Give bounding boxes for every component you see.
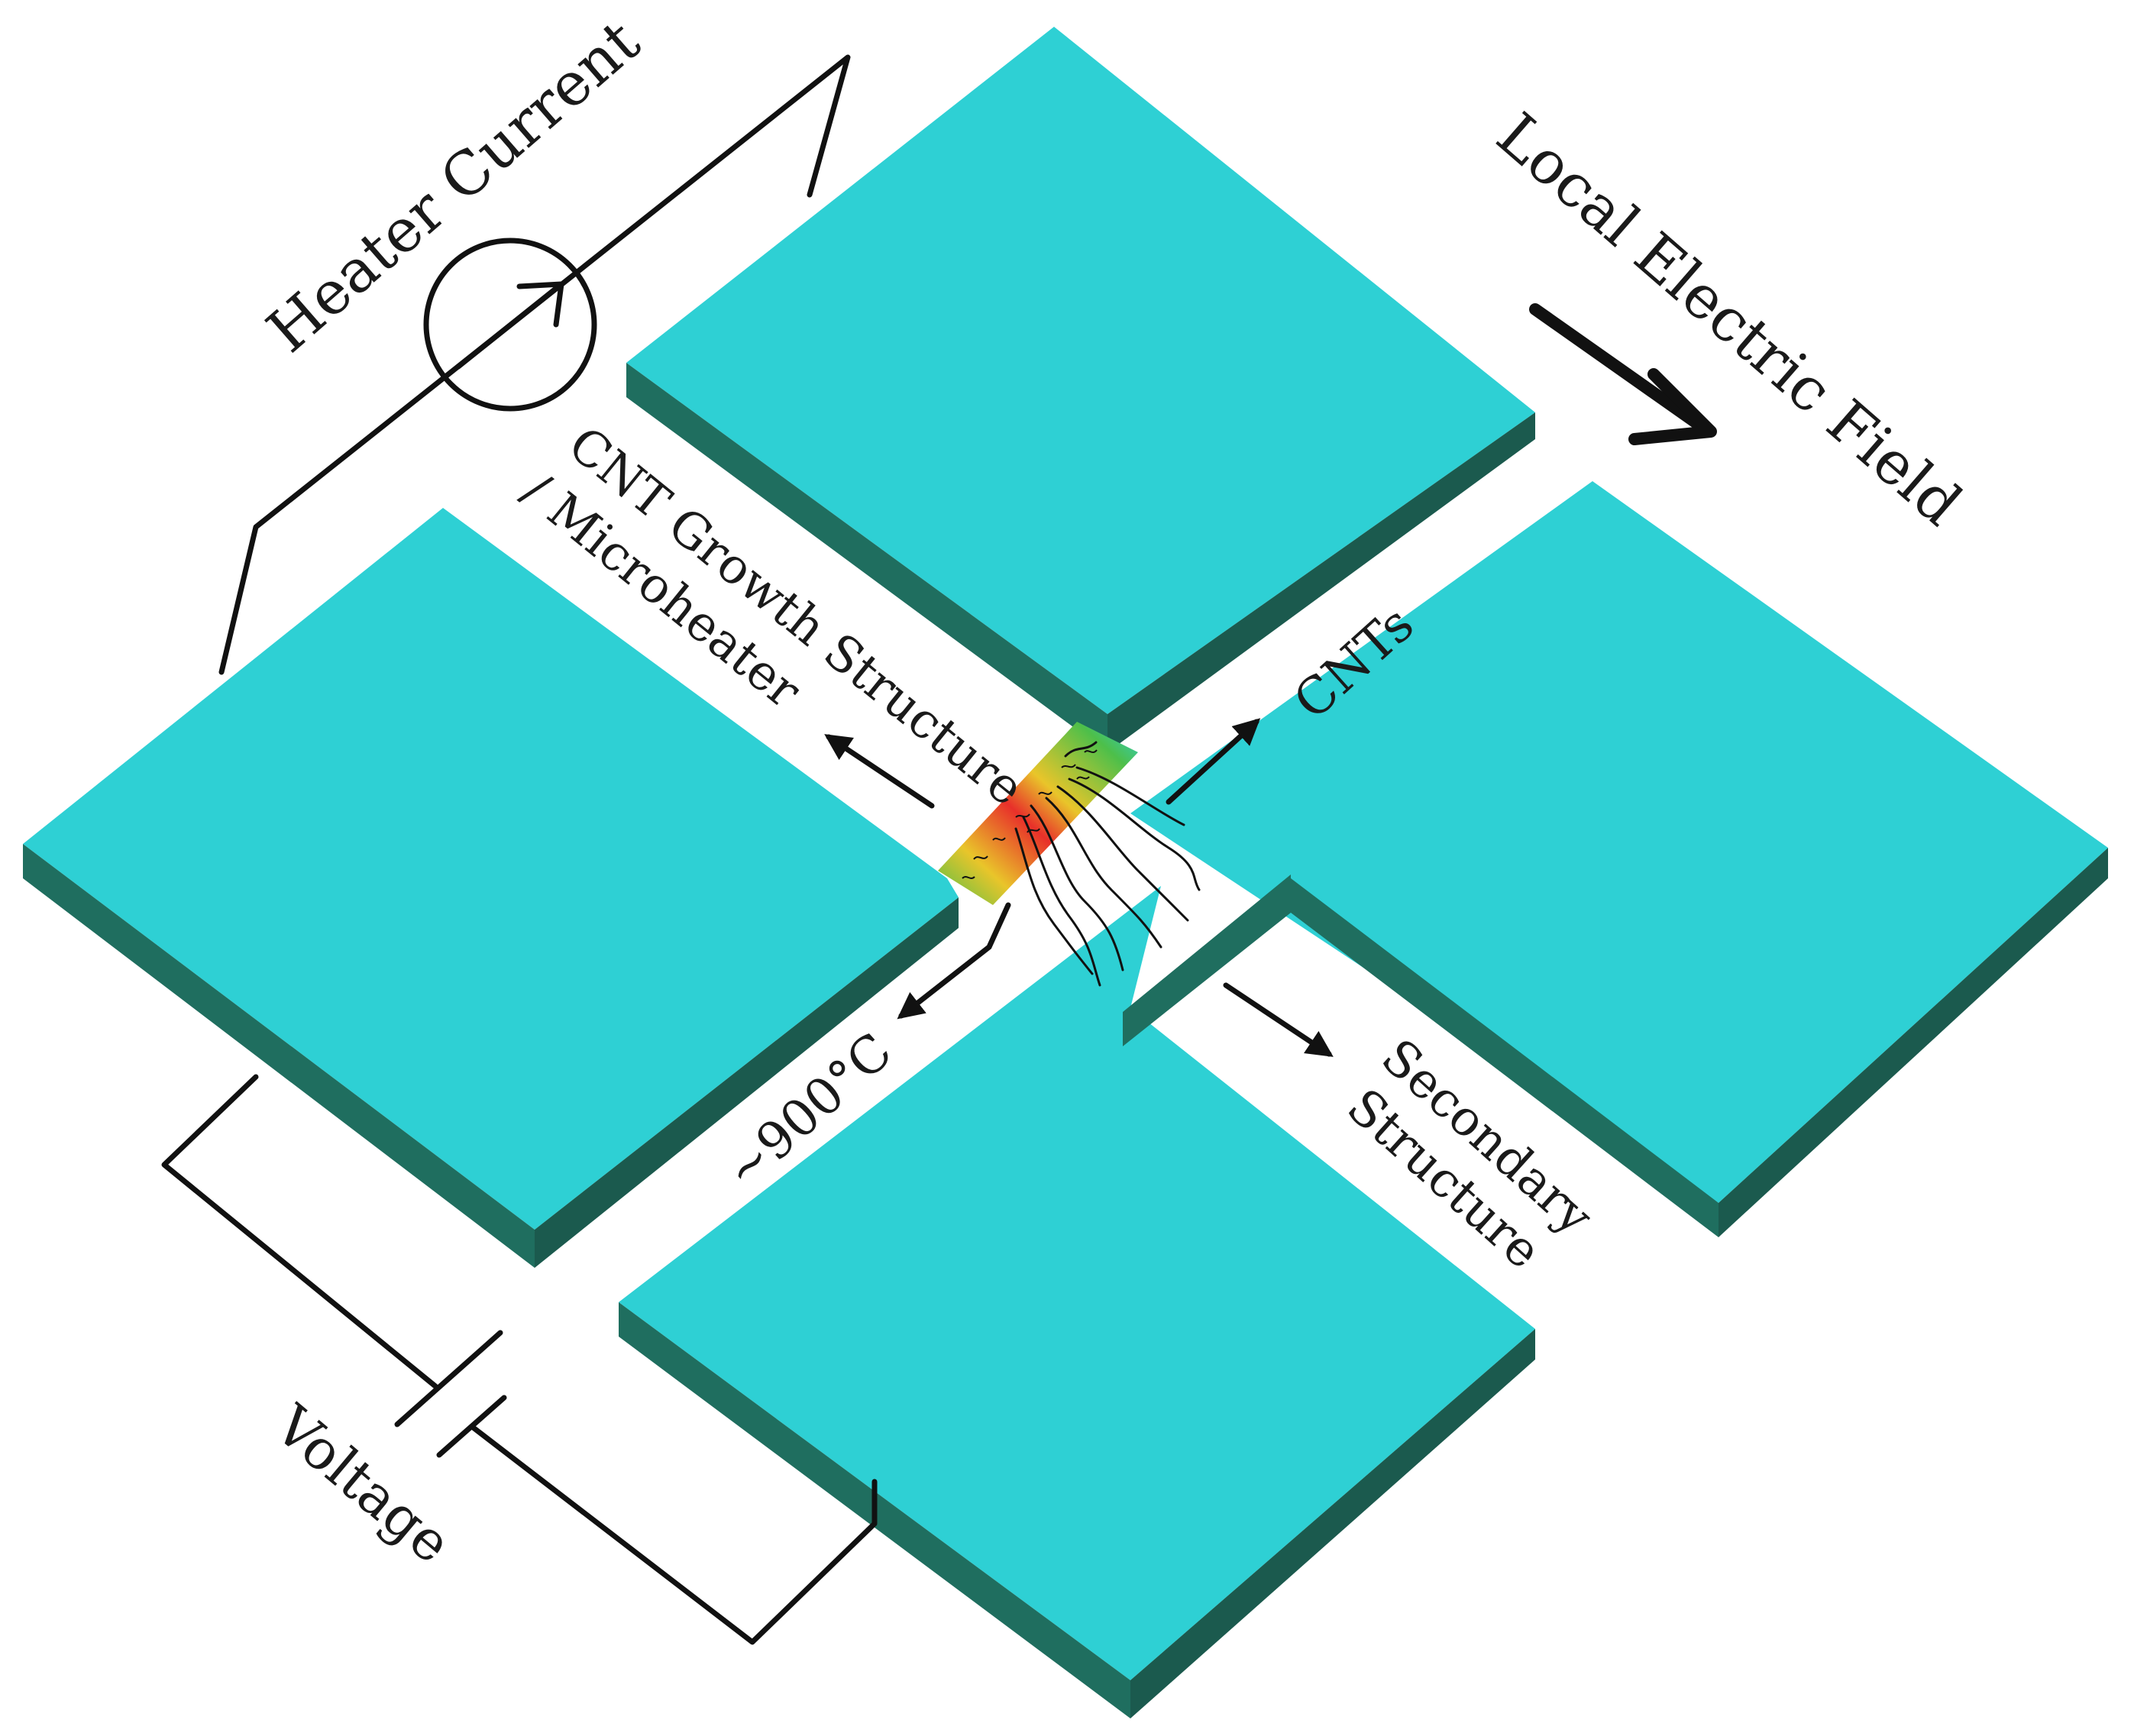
- voltage-wire-right: [469, 1424, 878, 1645]
- electric-field-arrow-head: [1628, 368, 1717, 445]
- electric-field-arrow-shaft: [1529, 303, 1709, 434]
- current-source-circle: [423, 238, 597, 412]
- bottom-pad-surface: [619, 886, 1535, 1680]
- label-arrows: [824, 718, 1334, 1057]
- voltage-wire-left: [161, 1074, 438, 1389]
- temperature-arrow: [897, 902, 1011, 1020]
- bottom-pad-side-right: [1130, 1329, 1535, 1718]
- catalyst-texture: [962, 749, 1098, 879]
- right-pad: [1130, 481, 2108, 1237]
- right-pad-side-right: [1719, 848, 2108, 1237]
- cnt-filaments: [1014, 741, 1201, 987]
- left-pad-side-right: [535, 897, 959, 1268]
- current-source-arrow-shaft: [455, 281, 564, 370]
- top-pad-surface: [626, 27, 1535, 714]
- cnt-growth-arrow: [824, 734, 935, 809]
- current-source-arrow-head: [516, 281, 564, 328]
- voltage-circuit: [161, 1074, 878, 1645]
- left-pad: [23, 508, 959, 1268]
- top-pad-side: [626, 363, 1107, 752]
- secondary-structure-side: [1123, 874, 1291, 1046]
- heater-current-circuit: [218, 54, 851, 675]
- voltage-label: Voltage: [262, 1392, 463, 1576]
- left-pad-side: [23, 844, 535, 1268]
- secondary-arrow: [1223, 982, 1334, 1057]
- capacitor-plate-1: [394, 1330, 503, 1427]
- cnts-arrow: [1166, 718, 1261, 805]
- left-pad-surface: [23, 508, 959, 1230]
- secondary-structure: [1123, 874, 1291, 1046]
- right-pad-surface: [1130, 481, 2108, 1203]
- top-pad-side-right: [1107, 412, 1535, 752]
- electric-field-arrow: [1529, 303, 1717, 445]
- top-pad: [626, 27, 1535, 752]
- right-pad-side: [1291, 878, 1719, 1237]
